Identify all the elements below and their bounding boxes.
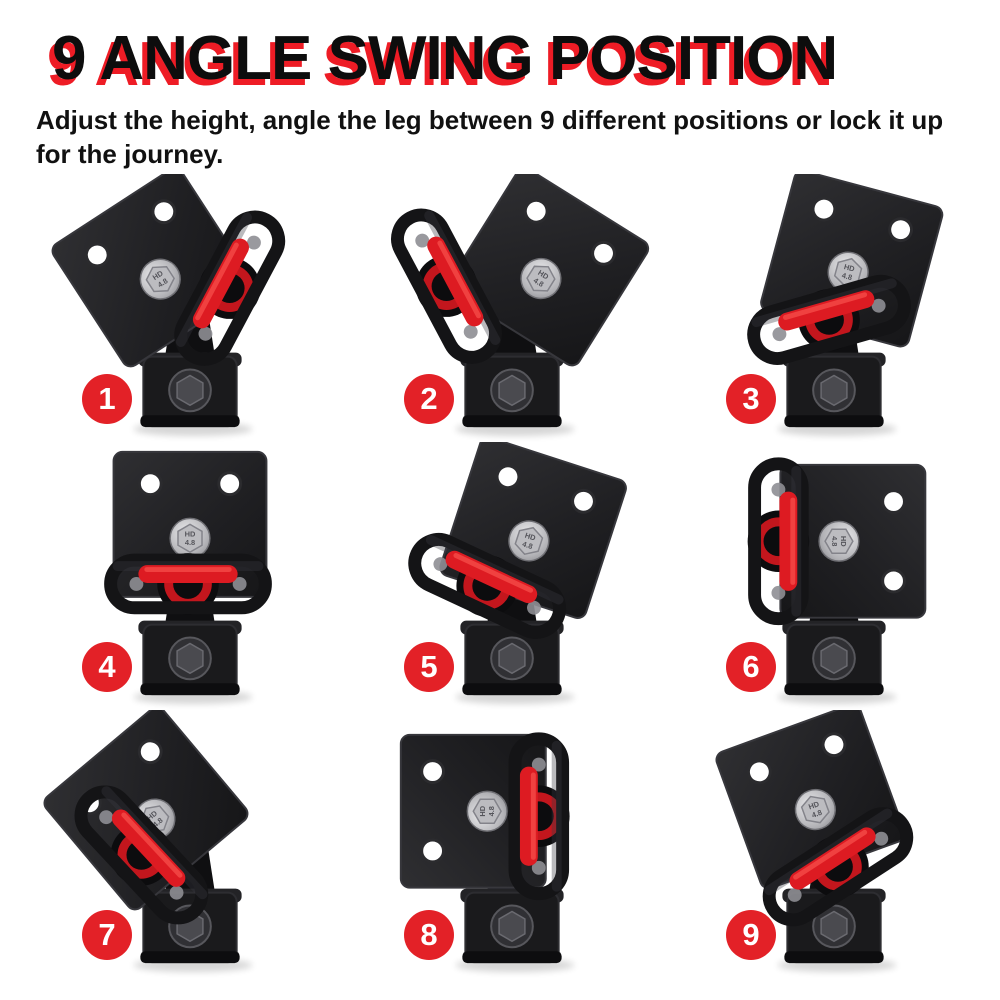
svg-text:HD: HD [839, 536, 848, 547]
position-cell-9: HD 4.8 9 [684, 709, 984, 978]
position-number: 4 [98, 648, 116, 684]
svg-text:4.8: 4.8 [830, 536, 839, 546]
position-cell-7: HD 4.8 7 [40, 709, 340, 978]
position-cell-1: HD 4.8 1 [40, 173, 340, 442]
position-cell-6: HD 4.8 6 [684, 442, 984, 710]
bracket-photo-7: HD 4.8 [40, 709, 340, 978]
position-cell-4: HD 4.8 4 [40, 442, 340, 710]
positions-grid: HD 4.8 1 [40, 173, 1000, 978]
bracket-photo-1: HD 4.8 [40, 173, 340, 442]
position-badge-8: 8 [404, 909, 454, 960]
subtitle: Adjust the height, angle the leg between… [36, 103, 960, 172]
position-cell-3: HD 4.8 3 [684, 173, 984, 442]
position-number: 3 [742, 380, 760, 416]
position-badge-3: 3 [726, 373, 776, 424]
position-number: 1 [98, 380, 116, 416]
svg-text:HD: HD [524, 530, 538, 542]
header: 9 ANGLE SWING POSITION Adjust the height… [0, 0, 1000, 172]
svg-text:HD: HD [478, 805, 487, 816]
position-number: 7 [98, 916, 116, 952]
position-badge-7: 7 [82, 909, 132, 960]
position-badge-4: 4 [82, 641, 132, 692]
bracket-photo-3: HD 4.8 [684, 173, 984, 442]
position-number: 6 [742, 648, 760, 684]
position-number: 2 [420, 380, 438, 416]
position-number: 8 [420, 916, 438, 952]
svg-text:4.8: 4.8 [810, 807, 823, 819]
page-title: 9 ANGLE SWING POSITION [52, 24, 838, 93]
bracket-photo-5: HD 4.8 [362, 441, 662, 710]
svg-text:4.8: 4.8 [487, 806, 496, 816]
bracket-photo-2: HD 4.8 [362, 173, 662, 442]
bracket-photo-8: HD 4.8 [362, 710, 662, 978]
svg-text:4.8: 4.8 [521, 539, 534, 551]
svg-text:4.8: 4.8 [841, 270, 853, 281]
bracket-photo-4: HD 4.8 [40, 442, 340, 710]
svg-text:4.8: 4.8 [185, 538, 195, 547]
svg-text:HD: HD [807, 799, 821, 811]
position-badge-9: 9 [726, 909, 776, 960]
position-cell-2: HD 4.8 2 [362, 173, 662, 442]
position-badge-2: 2 [404, 373, 454, 424]
position-cell-5: HD 4.8 5 [362, 441, 662, 710]
position-badge-1: 1 [82, 373, 132, 424]
subtitle-line-2: for the journey. [36, 139, 224, 170]
subtitle-line-1: Adjust the height, angle the leg between… [36, 105, 944, 136]
svg-text:HD: HD [185, 529, 196, 538]
bracket-photo-6: HD 4.8 [684, 442, 984, 710]
position-number: 5 [420, 648, 438, 684]
position-cell-8: HD 4.8 8 [362, 710, 662, 978]
position-number: 9 [742, 916, 760, 952]
position-badge-5: 5 [404, 641, 454, 692]
bracket-photo-9: HD 4.8 [684, 709, 984, 978]
position-badge-6: 6 [726, 641, 776, 692]
svg-text:HD: HD [843, 262, 856, 274]
